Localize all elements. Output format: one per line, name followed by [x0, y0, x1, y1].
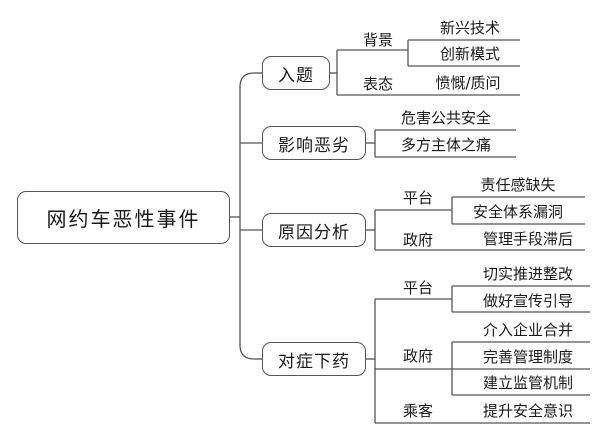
leaf-qsz: 切实推进整改 — [482, 265, 574, 283]
group-label-zf2: 政府 — [402, 347, 434, 365]
leaf-jljg: 建立监管机制 — [482, 374, 574, 392]
branch-yy: 原因分析 — [262, 213, 366, 247]
branch-dz: 对症下药 — [262, 342, 366, 376]
leaf-fk: 愤慨/质问 — [435, 74, 501, 92]
leaf-glsd: 管理手段滞后 — [482, 230, 574, 248]
group-label-bt: 表态 — [362, 75, 394, 93]
group-label-ck: 乘客 — [402, 402, 434, 420]
root-node: 网约车恶性事件 — [17, 191, 230, 244]
group-label-pt2: 平台 — [402, 279, 434, 297]
leaf-aqtx: 安全体系漏洞 — [472, 203, 564, 221]
leaf-cxms: 创新模式 — [439, 45, 501, 63]
group-label-pt1: 平台 — [402, 189, 434, 207]
group-label-zf1: 政府 — [402, 231, 434, 249]
branch-yx: 影响恶劣 — [262, 126, 366, 160]
leaf-xxjs: 新兴技术 — [439, 19, 501, 37]
leaf-zhxc: 做好宣传引导 — [482, 292, 574, 310]
leaf-jrqy: 介入企业合并 — [482, 321, 574, 339]
leaf-wsgl: 完善管理制度 — [482, 348, 574, 366]
branch-rt: 入题 — [262, 56, 330, 90]
leaf-df: 多方主体之痛 — [400, 136, 492, 154]
leaf-tsaq: 提升安全意识 — [482, 402, 574, 420]
leaf-zrg: 责任感缺失 — [480, 176, 556, 194]
group-label-bj: 背景 — [362, 31, 394, 49]
connector-spine — [239, 72, 255, 360]
leaf-wh: 危害公共安全 — [400, 109, 492, 127]
